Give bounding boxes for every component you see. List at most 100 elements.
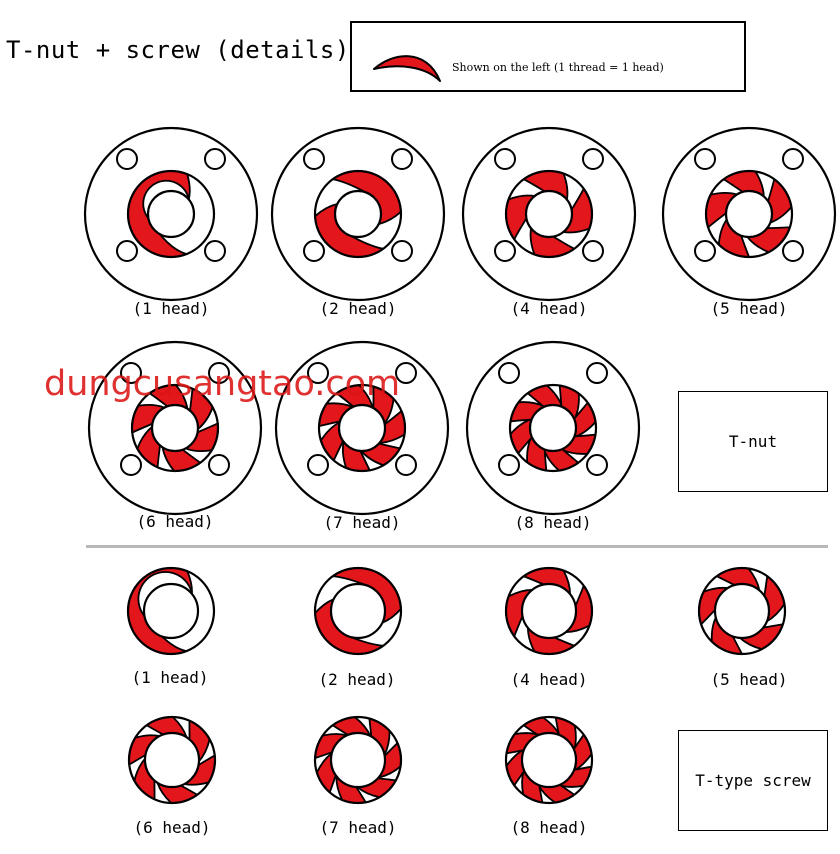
nut-8h-thread-outer-ring bbox=[508, 383, 598, 473]
nut-8h-thread-1 bbox=[526, 384, 564, 408]
nut-7h-mount-hole-4 bbox=[395, 454, 417, 476]
nut-2h-bore bbox=[333, 189, 383, 239]
screw-5h-thread-1 bbox=[715, 567, 761, 592]
screw-6h-bore bbox=[143, 731, 201, 789]
screw-4h-thread-3 bbox=[527, 626, 576, 655]
nut-2h-thread-outer-ring bbox=[313, 169, 403, 259]
nut-1h-flange bbox=[83, 126, 259, 302]
nut-2h-mount-hole-4 bbox=[391, 240, 413, 262]
nut-8h-thread-6 bbox=[526, 435, 548, 472]
nut-8h-mount-hole-2 bbox=[586, 362, 608, 384]
screw-7h-thread-7 bbox=[314, 733, 348, 760]
screw-7h-bore bbox=[329, 731, 387, 789]
nut-4h-thread-1 bbox=[522, 170, 569, 201]
legend-box: Shown on the left (1 thread = 1 head) bbox=[350, 21, 746, 92]
nut-5h-flange bbox=[661, 126, 837, 302]
nut-4h-mount-hole-4 bbox=[582, 240, 604, 262]
nut-8h-thread-7 bbox=[509, 417, 533, 455]
screw-8h-thread-2 bbox=[554, 716, 577, 751]
nut-8h-mount-hole-4 bbox=[586, 454, 608, 476]
screw-8h-thread-outer-ring bbox=[504, 715, 594, 805]
screw-8h-thread-1 bbox=[522, 716, 561, 737]
nut-7h-thread-4 bbox=[360, 442, 401, 467]
screw-6h-thread-2 bbox=[188, 719, 211, 763]
screw-5h-thread-3 bbox=[739, 623, 784, 651]
screw-6h-thread-outer-ring bbox=[127, 715, 217, 805]
screw-8h-thread-6 bbox=[521, 769, 544, 804]
nut-8h-thread-5 bbox=[542, 448, 580, 472]
t-nut-label: T-nut bbox=[678, 391, 828, 492]
nut-4h-mount-hole-1 bbox=[494, 148, 516, 170]
screw-8h-bore bbox=[520, 731, 578, 789]
nut-8h-thread-3 bbox=[573, 401, 597, 439]
screw-5h-thread-4 bbox=[710, 616, 743, 655]
nut-8h-mount-hole-1 bbox=[498, 362, 520, 384]
screw-4h-thread-1 bbox=[522, 567, 571, 596]
nut-2h-mount-hole-2 bbox=[391, 148, 413, 170]
screw-1h-thread-outer-ring bbox=[126, 566, 216, 656]
nut-6h-thread-4 bbox=[161, 446, 202, 472]
screw-4h-bore bbox=[520, 582, 578, 640]
screw-1h-bore bbox=[142, 582, 200, 640]
nut-5h-thread-1 bbox=[722, 170, 765, 198]
screw-2h-thread-2 bbox=[314, 598, 385, 655]
nut-5h-thread-outer-ring bbox=[704, 169, 794, 259]
screw-7h-thread-outer-ring bbox=[313, 715, 403, 805]
nut-5h-thread-3 bbox=[746, 226, 791, 254]
nut-caption-4: (4 head) bbox=[510, 299, 588, 318]
nut-1h-mount-hole-1 bbox=[116, 148, 138, 170]
nut-1h-thread-1 bbox=[127, 170, 191, 258]
nut-8h-mount-hole-3 bbox=[498, 454, 520, 476]
nut-8h-thread-8 bbox=[509, 401, 546, 423]
nut-4h-thread-4 bbox=[505, 194, 536, 241]
nut-4h-bore bbox=[524, 189, 574, 239]
screw-5h-thread-2 bbox=[763, 575, 786, 623]
nut-7h-thread-3 bbox=[378, 410, 406, 444]
screw-8h-thread-4 bbox=[558, 765, 593, 788]
screw-8h-thread-8 bbox=[505, 732, 540, 755]
nut-5h-mount-hole-1 bbox=[694, 148, 716, 170]
screw-caption-7: (7 head) bbox=[319, 818, 397, 837]
nut-7h-thread-6 bbox=[319, 421, 344, 462]
nut-1h-mount-hole-4 bbox=[204, 240, 226, 262]
nut-6h-mount-hole-3 bbox=[120, 454, 142, 476]
nut-8h-thread-2 bbox=[558, 384, 580, 421]
screw-caption-1: (1 head) bbox=[131, 668, 209, 687]
section-divider bbox=[86, 545, 828, 548]
nut-7h-thread-5 bbox=[341, 440, 371, 472]
screw-8h-thread-7 bbox=[505, 748, 526, 787]
nut-6h-thread-5 bbox=[136, 426, 161, 469]
nut-4h-thread-2 bbox=[562, 187, 593, 234]
nut-2h-mount-hole-3 bbox=[303, 240, 325, 262]
nut-5h-mount-hole-4 bbox=[782, 240, 804, 262]
nut-caption-5: (5 head) bbox=[710, 299, 788, 318]
nut-8h-bore bbox=[528, 403, 578, 453]
nut-caption-8: (8 head) bbox=[514, 513, 592, 532]
screw-6h-thread-3 bbox=[183, 754, 216, 786]
t-type-screw-label: T-type screw bbox=[678, 730, 828, 831]
nut-1h-mount-hole-2 bbox=[204, 148, 226, 170]
screw-7h-thread-6 bbox=[315, 752, 337, 794]
nut-2h-thread-1 bbox=[331, 170, 402, 225]
nut-2h-mount-hole-1 bbox=[303, 148, 325, 170]
nut-6h-mount-hole-4 bbox=[208, 454, 230, 476]
screw-5h-thread-5 bbox=[698, 586, 729, 626]
screw-caption-2: (2 head) bbox=[318, 670, 396, 689]
nut-1h-bore bbox=[146, 189, 196, 239]
screw-4h-thread-outer-ring bbox=[504, 566, 594, 656]
screw-2h-thread-outer-ring bbox=[313, 566, 403, 656]
screw-6h-thread-4 bbox=[156, 781, 199, 804]
nut-4h-mount-hole-2 bbox=[582, 148, 604, 170]
nut-5h-bore bbox=[724, 189, 774, 239]
nut-8h-flange bbox=[465, 340, 641, 516]
screw-7h-thread-3 bbox=[377, 742, 402, 779]
nut-7h-bore bbox=[337, 403, 387, 453]
screw-caption-4: (4 head) bbox=[510, 670, 588, 689]
screw-4h-thread-2 bbox=[564, 584, 593, 633]
nut-7h-mount-hole-3 bbox=[307, 454, 329, 476]
screw-6h-thread-6 bbox=[128, 734, 161, 766]
screw-6h-thread-5 bbox=[133, 757, 156, 801]
screw-7h-thread-5 bbox=[335, 775, 367, 804]
nut-4h-thread-outer-ring bbox=[504, 169, 594, 259]
